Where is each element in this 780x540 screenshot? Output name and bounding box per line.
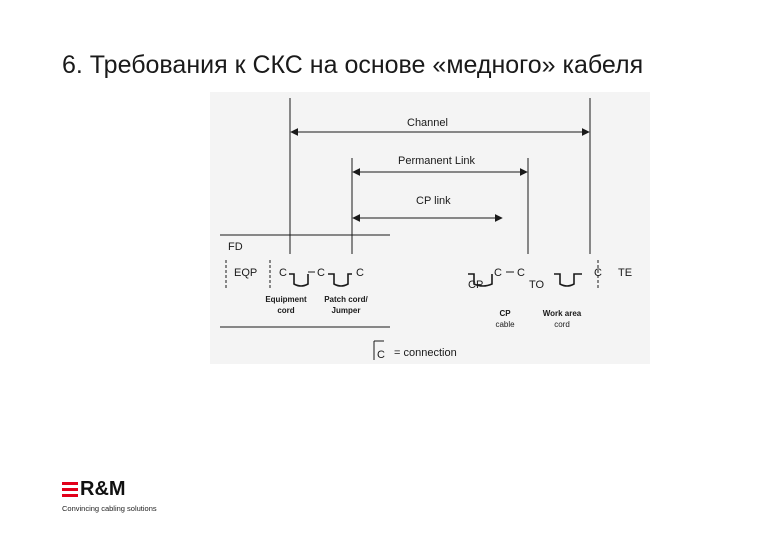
work-area-cord-caption-2: cord — [554, 320, 570, 329]
cp-label: CP — [468, 279, 483, 291]
connector-6: C — [594, 267, 602, 279]
connector-3: C — [356, 267, 364, 279]
work-area-cord-caption-1: Work area — [543, 309, 582, 318]
fd-label: FD — [228, 241, 243, 253]
equipment-cord-caption-2: cord — [277, 306, 294, 315]
rm-logo-tagline: Convincing cabling solutions — [62, 504, 157, 513]
cp-cable-caption-1: CP — [499, 309, 511, 318]
cp-link-label: CP link — [416, 195, 451, 207]
slide-title: 6. Требования к СКС на основе «медного» … — [62, 51, 644, 79]
cp-cable-caption-2: cable — [495, 320, 515, 329]
connector-1: C — [279, 267, 287, 279]
te-label: TE — [618, 267, 632, 279]
work-area-cord — [554, 273, 582, 287]
connector-5: C — [517, 267, 525, 279]
legend-symbol: C — [377, 349, 385, 361]
legend-text: = connection — [394, 347, 457, 359]
equipment-cord — [289, 273, 309, 287]
channel-diagram: Channel Permanent Link CP link FD EQP TE… — [210, 92, 650, 364]
to-label: TO — [529, 279, 545, 291]
boundary-lines — [289, 98, 591, 254]
permanent-link-label: Permanent Link — [398, 155, 476, 167]
rm-logo-mark — [62, 482, 78, 497]
channel-label: Channel — [407, 117, 448, 129]
cords — [289, 273, 582, 287]
cp-cable — [468, 273, 493, 287]
equipment-cord-caption-1: Equipment — [265, 295, 307, 304]
eqp-label: EQP — [234, 267, 257, 279]
patch-cord-caption-1: Patch cord/ — [324, 295, 368, 304]
connector-4: C — [494, 267, 502, 279]
patch-cord — [328, 273, 352, 287]
connector-2: C — [317, 267, 325, 279]
rm-logo: R&M Convincing cabling solutions — [62, 478, 202, 520]
rm-logo-name: R&M — [80, 478, 126, 500]
patch-cord-caption-2: Jumper — [332, 306, 361, 315]
diagram-background — [210, 92, 650, 364]
